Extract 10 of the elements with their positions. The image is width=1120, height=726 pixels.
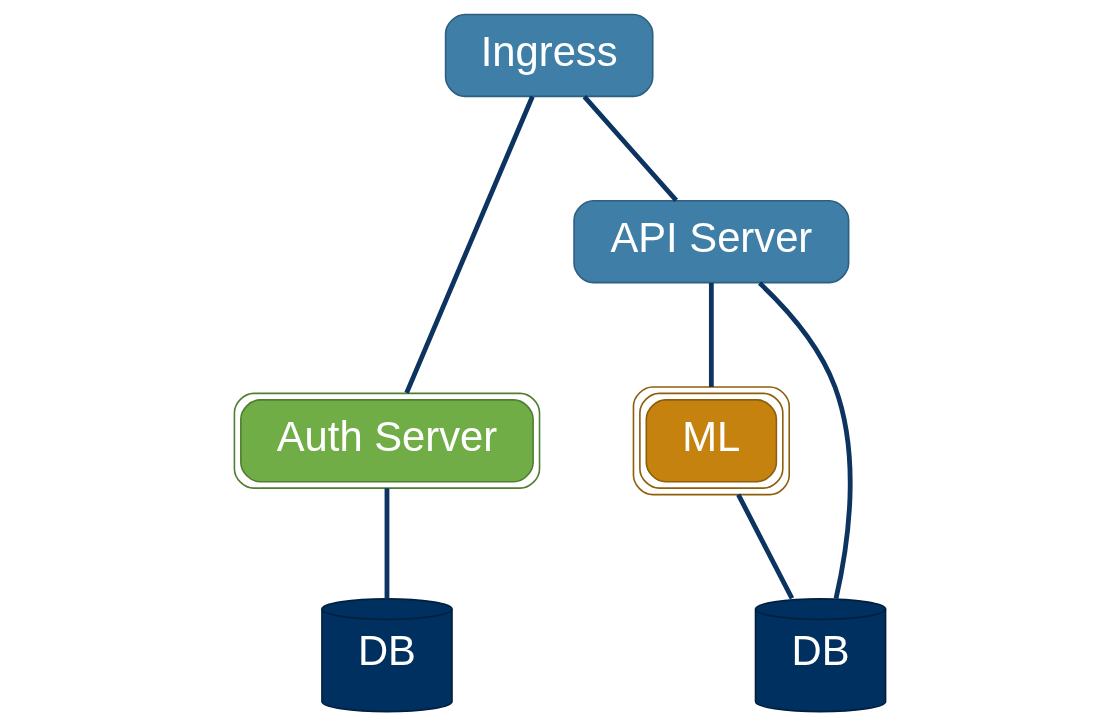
node-box: ML [632,386,791,496]
connector [404,95,535,394]
node-box: Ingress [444,13,654,98]
connector [736,493,795,600]
node-box: API Server [573,199,850,284]
connector [757,281,853,600]
connector [582,95,679,202]
node-box: Auth Server [233,392,541,489]
connector [384,488,390,599]
connector [708,282,714,387]
